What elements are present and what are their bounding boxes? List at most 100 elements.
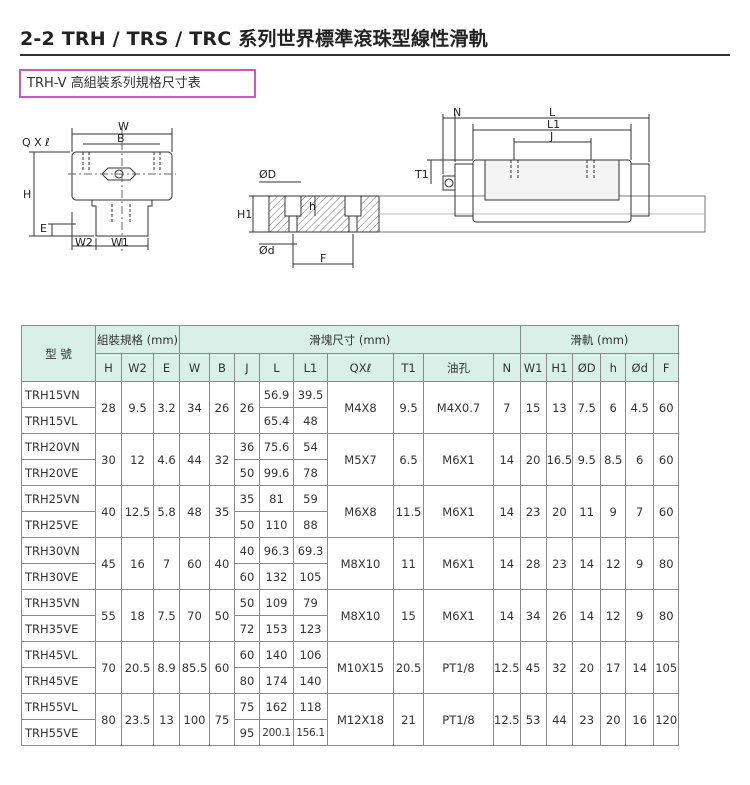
table-cell: 14 [572,589,602,642]
table-cell: 123 [293,615,328,642]
table-cell: 13 [545,381,574,434]
table-cell: 7 [493,381,521,434]
column-header: Ød [625,353,655,382]
side-view-label-l1: L1 [547,118,560,131]
table-cell: 132 [259,563,294,590]
table-cell: 69.3 [293,537,328,564]
table-cell: 75 [209,693,235,746]
table-cell: TRH20VN [21,433,96,460]
column-header: L [259,353,294,382]
table-cell: 7 [625,485,655,538]
table-cell: 14 [625,641,655,694]
table-cell: 60 [209,641,235,694]
table-cell: 32 [545,641,574,694]
table-cell: 40 [95,485,122,538]
table-cell: 85.5 [179,641,210,694]
table-cell: 48 [179,485,210,538]
table-cell: M6X8 [327,485,394,538]
table-cell: 75.6 [259,433,294,460]
table-cell: TRH30VN [21,537,96,564]
table-cell: TRH15VL [21,407,96,434]
table-cell: 70 [95,641,122,694]
table-cell: 174 [259,667,294,694]
column-header: T1 [393,353,424,382]
table-cell: 16.5 [545,433,574,486]
table-cell: 11 [572,485,602,538]
table-cell: 44 [179,433,210,486]
column-header: 油孔 [423,353,494,382]
table-cell: 26 [545,589,574,642]
end-view-label-w: W [118,120,129,133]
column-header: H1 [545,353,574,382]
table-cell: 13 [153,693,180,746]
table-cell: 70 [179,589,210,642]
table-cell: 6 [600,381,627,434]
table-cell: 28 [519,537,547,590]
end-view-drawing: W B Q X ℓ H E W2 W1 [22,120,176,254]
column-header: B [209,353,235,382]
column-header: ØD [572,353,602,382]
header-model: 型 號 [21,325,96,382]
table-cell: M6X1 [423,485,494,538]
table-cell: 153 [259,615,294,642]
table-cell: TRH45VE [21,667,96,694]
table-cell: 17 [600,641,627,694]
end-view-label-b: B [117,132,125,145]
table-cell: 106 [293,641,328,668]
table-cell: 15 [393,589,424,642]
table-cell: 12 [121,433,154,486]
table-cell: 60 [234,641,260,668]
table-cell: 8.9 [153,641,180,694]
table-cell: 60 [653,433,680,486]
table-cell: 14 [493,537,521,590]
table-cell: 65.4 [259,407,294,434]
column-header: E [153,353,180,382]
table-cell: 80 [95,693,122,746]
table-cell: 96.3 [259,537,294,564]
end-view-label-qxl: Q X ℓ [22,136,50,149]
table-cell: 14 [493,589,521,642]
table-cell: 60 [653,485,680,538]
table-cell: 118 [293,693,328,720]
table-cell: 79 [293,589,328,616]
header-rail: 滑軌 (mm) [519,325,680,354]
table-cell: 23 [519,485,547,538]
header-block: 滑塊尺寸 (mm) [179,325,521,354]
side-view-drawing: N L L1 J T1 ØD h H1 Ød F [237,106,706,268]
table-cell: 80 [653,589,680,642]
table-cell: 72 [234,615,260,642]
table-cell: 9.5 [572,433,602,486]
column-header: QXℓ [327,353,394,382]
table-cell: 50 [209,589,235,642]
table-cell: 9 [625,537,655,590]
page-title: 2-2 TRH / TRS / TRC 系列世界標準滾珠型線性滑軌 [20,28,488,50]
table-cell: 9.5 [393,381,424,434]
table-cell: TRH45VL [21,641,96,668]
table-cell: 110 [259,511,294,538]
table-cell: M10X15 [327,641,394,694]
side-view-label-od-small: Ød [259,244,275,257]
column-header: L1 [293,353,328,382]
table-cell: 20 [545,485,574,538]
table-cell: 50 [234,511,260,538]
table-cell: TRH55VL [21,693,96,720]
end-view-label-w2: W2 [75,236,93,249]
table-cell: 26 [234,381,260,434]
table-cell: 54 [293,433,328,460]
table-cell: 18 [121,589,154,642]
table-cell: 14 [493,485,521,538]
table-cell: 12.5 [121,485,154,538]
table-cell: 20.5 [393,641,424,694]
table-cell: 14 [493,433,521,486]
column-header: J [234,353,260,382]
table-cell: 120 [653,693,680,746]
table-cell: 7.5 [572,381,602,434]
table-cell: M4X0.7 [423,381,494,434]
table-cell: 40 [234,537,260,564]
